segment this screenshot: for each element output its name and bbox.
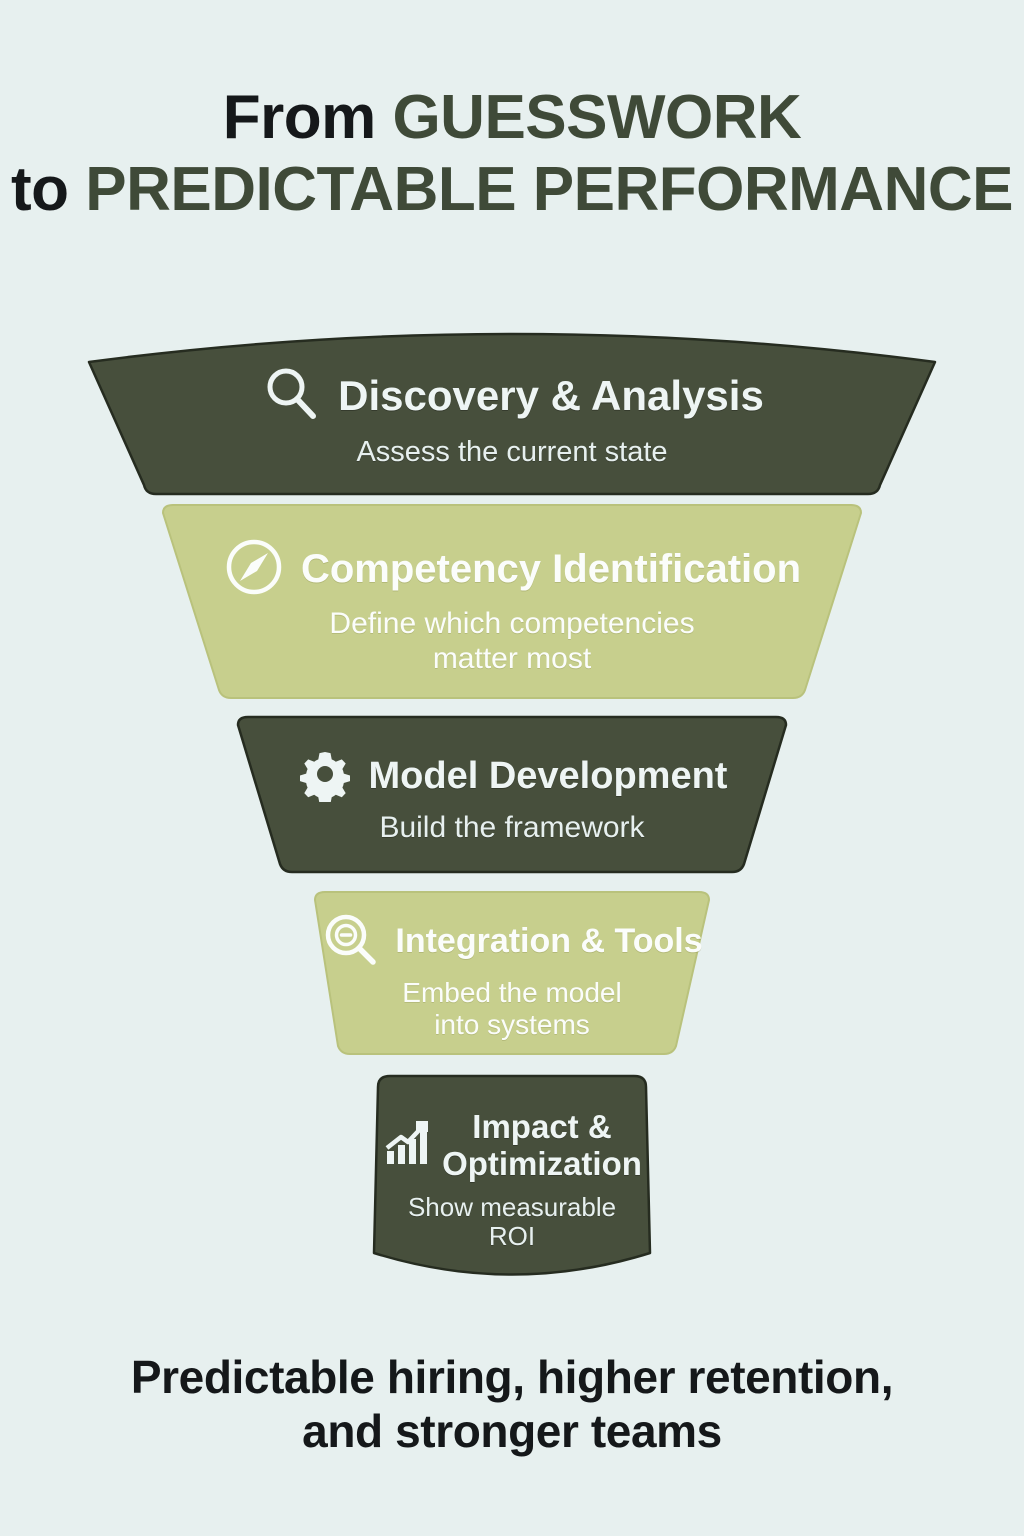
stage-2-headrow: Competency Identification bbox=[223, 536, 801, 603]
title-line-2: to PREDICTABLE PERFORMANCE bbox=[0, 158, 1024, 222]
stage-3-subtitle: Build the framework bbox=[379, 810, 645, 844]
funnel-stage-discovery-analysis[interactable]: Discovery & Analysis Assess the current … bbox=[80, 336, 944, 496]
stage-4-subtitle-line-1: Embed the model bbox=[402, 976, 622, 1008]
title-line-1-accent: GUESSWORK bbox=[392, 83, 802, 152]
stage-4-subtitle: Embed the model into systems bbox=[402, 977, 621, 1041]
stage-5-headrow: Impact & Optimization bbox=[382, 1107, 642, 1183]
stage-1-subtitle: Assess the current state bbox=[356, 435, 668, 468]
compass-icon bbox=[223, 536, 285, 603]
stage-3-title: Model Development bbox=[368, 754, 728, 797]
stage-5-subtitle-line-1: Show measurable bbox=[407, 1191, 617, 1222]
page-title: From GUESSWORK to PREDICTABLE PERFORMANC… bbox=[0, 83, 1024, 223]
stage-2-title: Competency Identification bbox=[300, 547, 802, 592]
stage-1-headrow: Discovery & Analysis bbox=[260, 363, 764, 430]
funnel-stage-integration-tools[interactable]: Integration & Tools Embed the model into… bbox=[310, 896, 714, 1054]
search-icon bbox=[260, 363, 322, 430]
title-line-1-plain: From bbox=[222, 83, 393, 152]
title-line-1: From GUESSWORK bbox=[0, 83, 1024, 152]
zoom-out-magnifier-icon bbox=[321, 910, 379, 973]
stage-4-title: Integration & Tools bbox=[395, 921, 703, 960]
title-line-2-plain: to bbox=[11, 155, 86, 225]
footer-line-1: Predictable hiring, higher retention, bbox=[130, 1351, 894, 1403]
gear-icon bbox=[297, 746, 353, 807]
title-line-2-accent: PREDICTABLE PERFORMANCE bbox=[85, 155, 1013, 225]
footer-line-2: and stronger teams bbox=[302, 1405, 722, 1458]
bar-chart-growth-icon bbox=[382, 1118, 432, 1173]
stage-5-subtitle: Show measurable ROI bbox=[407, 1191, 617, 1252]
stage-2-subtitle: Define which competencies matter most bbox=[329, 607, 694, 675]
stage-4-subtitle-line-2: into systems bbox=[434, 1008, 590, 1040]
funnel-stage-impact-optimization[interactable]: Impact & Optimization Show measurable RO… bbox=[378, 1078, 646, 1283]
stage-1-title: Discovery & Analysis bbox=[338, 372, 764, 420]
stage-3-headrow: Model Development bbox=[297, 746, 728, 807]
stage-5-title-line-2: Optimization bbox=[442, 1144, 642, 1182]
stage-2-subtitle-line-1: Define which competencies bbox=[329, 607, 695, 641]
stage-5-title: Impact & Optimization bbox=[442, 1107, 642, 1183]
funnel-stage-model-development[interactable]: Model Development Build the framework bbox=[232, 718, 792, 873]
stage-2-subtitle-line-2: matter most bbox=[432, 641, 592, 675]
stage-5-title-line-1: Impact & bbox=[472, 1107, 612, 1145]
footer-tagline: Predictable hiring, higher retention, an… bbox=[0, 1350, 1024, 1459]
stage-5-subtitle-line-2: ROI bbox=[488, 1221, 536, 1252]
stage-4-headrow: Integration & Tools bbox=[321, 910, 703, 973]
funnel-stage-competency-identification[interactable]: Competency Identification Define which c… bbox=[150, 513, 874, 699]
